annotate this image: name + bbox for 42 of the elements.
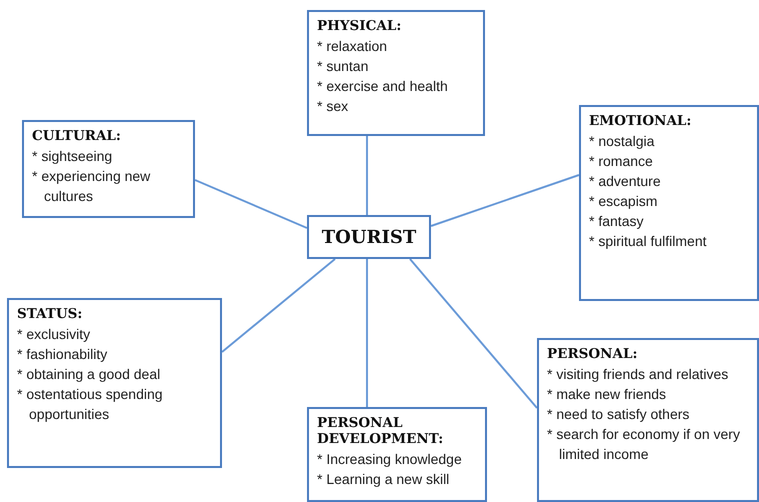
category-box (537, 338, 759, 502)
box-heading: CULTURAL: (32, 128, 122, 144)
list-item: * Learning a new skill (317, 470, 450, 489)
box-heading: PHYSICAL: (317, 18, 402, 34)
list-item: * search for economy if on very limited income (547, 425, 741, 464)
connector-line (194, 179, 308, 229)
box-heading: PERSONAL DEVELOPMENT: (317, 415, 444, 447)
category-box (7, 298, 222, 468)
category-box (307, 10, 485, 136)
list-item: * escapism (589, 192, 658, 211)
box-heading: TOURIST (322, 226, 416, 248)
list-item: * relaxation (317, 37, 388, 56)
list-item: * ostentatious spending opportunities (17, 385, 164, 424)
list-item: * spiritual fulfilment (589, 232, 708, 251)
list-item: * exclusivity (17, 325, 92, 344)
connector-line (366, 259, 368, 407)
connector-line (366, 136, 368, 215)
list-item: * need to satisfy others (547, 405, 690, 424)
list-item: * obtaining a good deal (17, 365, 162, 384)
box-heading: STATUS: (17, 306, 84, 322)
list-item: * sightseeing (32, 147, 114, 166)
list-item: * exercise and health (317, 77, 449, 96)
list-item: * fantasy (589, 212, 644, 231)
connector-line (409, 258, 538, 409)
category-box (579, 105, 759, 301)
category-box (307, 407, 487, 502)
central-box (307, 215, 431, 259)
list-item: * make new friends (547, 385, 668, 404)
connector-line (430, 174, 580, 227)
list-item: * romance (589, 152, 654, 171)
box-heading: EMOTIONAL: (589, 113, 692, 129)
list-item: * Increasing knowledge (317, 450, 463, 469)
category-box (22, 120, 195, 218)
list-item: * adventure (589, 172, 662, 191)
list-item: * nostalgia (589, 132, 656, 151)
box-heading: PERSONAL: (547, 346, 638, 362)
connector-line (221, 258, 336, 353)
list-item: * fashionability (17, 345, 108, 364)
list-item: * suntan (317, 57, 370, 76)
list-item: * sex (317, 97, 350, 116)
list-item: * visiting friends and relatives (547, 365, 730, 384)
list-item: * experiencing new cultures (32, 167, 152, 206)
